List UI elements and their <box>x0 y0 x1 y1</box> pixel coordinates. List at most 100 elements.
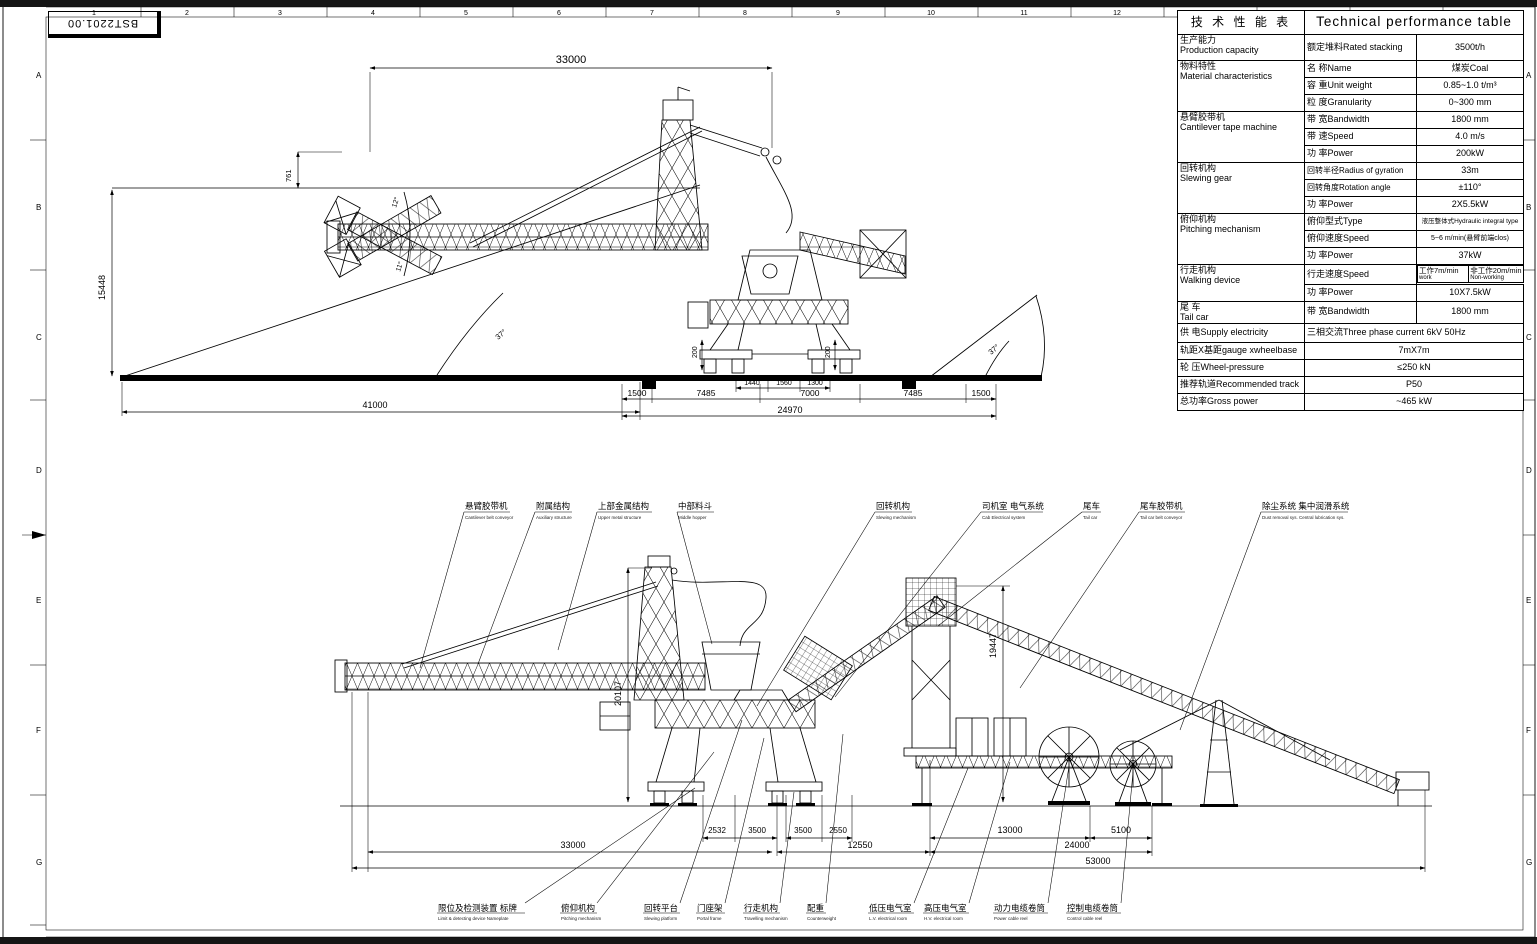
group-label-zh: 物料特性 <box>1180 61 1217 72</box>
callout-leaders-bottom <box>437 719 1134 914</box>
group-label-en: Slewing gear <box>1180 173 1233 184</box>
col-label: 11 <box>1020 10 1027 17</box>
param-en: Rated stacking <box>1343 41 1403 52</box>
param-zh: 带 宽 <box>1307 306 1328 317</box>
param-bandwidth: 带 宽Bandwidth <box>1304 111 1417 129</box>
param-zh: 回转角度 <box>1307 182 1339 192</box>
value-boom-power: 200kW <box>1416 145 1524 163</box>
row-label: D <box>1526 466 1532 475</box>
group-cantilever-tape: 悬臂胶带机 Cantilever tape machine <box>1177 111 1305 163</box>
group-label-en: Cantilever tape machine <box>1180 122 1278 133</box>
param-en: Power <box>1327 148 1354 159</box>
param-en: Power <box>1327 287 1354 298</box>
callout-cab-electrical: 司机室 电气系统 <box>982 501 1044 511</box>
group-label-zh: 俯仰机构 <box>1180 214 1217 225</box>
slew-platform <box>709 299 849 325</box>
angle-37-left: 37° <box>494 327 508 341</box>
dim-1500-r: 1500 <box>972 388 991 398</box>
value-tail-bandwidth: 1800 mm <box>1416 301 1524 324</box>
value-wheel-pressure: ≤250 kN <box>1304 358 1524 377</box>
row-ruler-labels: A B C D E F G A B C D E F G <box>36 71 1532 867</box>
param-belt-speed: 带 速Speed <box>1304 128 1417 146</box>
dim-2550: 2550 <box>829 826 847 835</box>
dim-13000: 13000 <box>997 825 1022 835</box>
walk-speed-nonworking-value: 非工作20m/min <box>1470 266 1522 275</box>
row-label: A <box>1526 71 1532 80</box>
param-zh: 功 率 <box>1307 199 1328 210</box>
power-cable-reel <box>1038 726 1100 805</box>
param-pitch-power: 功 率Power <box>1304 247 1417 265</box>
callouts-top: 悬臂胶带机 Cantilever belt conveyor 附属结构 Auxi… <box>419 501 1350 731</box>
callouts-bottom: 限位及检测装置 标牌 Limit & detecting device Name… <box>437 719 1134 921</box>
row-gross-power: 总功率Gross power <box>1177 392 1305 411</box>
row-label: A <box>36 71 42 80</box>
callout-middle-hopper: 中部料斗 <box>678 501 713 511</box>
head-rig <box>689 124 793 234</box>
param-radius-gyration: 回转半径Radius of gyration <box>1304 162 1417 180</box>
col-label: 1 <box>92 10 96 17</box>
dim-1500-l: 1500 <box>628 388 647 398</box>
callout-pitching-mechanism: 俯仰机构 <box>561 903 595 913</box>
dim-15448: 15448 <box>97 275 107 300</box>
param-en: Supply electricity <box>1200 326 1269 337</box>
dim-1300: 1300 <box>807 380 823 387</box>
value-recommended-track: P50 <box>1304 375 1524 394</box>
dim-3500-b: 3500 <box>794 826 812 835</box>
row-ticks <box>30 139 1535 926</box>
dim-7485-l: 7485 <box>697 388 716 398</box>
param-zh: 总功率 <box>1180 395 1208 406</box>
group-label-en: Tail car <box>1180 312 1209 323</box>
tailcar-deck <box>912 755 1173 806</box>
callout-power-cable-reel: 动力电缆卷筒 <box>994 903 1045 913</box>
param-name: 名 称Name <box>1304 60 1417 78</box>
param-boom-power: 功 率Power <box>1304 145 1417 163</box>
callout-slewing-platform: 回转平台 <box>644 903 678 913</box>
stay-cable <box>469 126 701 244</box>
group-slewing-gear: 回转机构 Slewing gear <box>1177 162 1305 214</box>
ground-line-upper <box>120 375 1042 389</box>
discharge-chute <box>1395 771 1430 791</box>
param-zh: 带 宽 <box>1307 114 1328 125</box>
tailcar-mast <box>1119 699 1331 807</box>
param-en: Power <box>1327 199 1354 210</box>
row-wheel-pressure: 轮 压Wheel-pressure <box>1177 358 1305 377</box>
col-label: 10 <box>927 10 935 17</box>
dim-761: 761 <box>284 169 293 182</box>
group-label-zh: 悬臂胶带机 <box>1180 112 1226 123</box>
dim-1440: 1440 <box>744 380 760 387</box>
upper-dimensions: 33000 761 15448 41000 1500 7485 7000 748… <box>97 54 1001 420</box>
group-material: 物料特性 Material characteristics <box>1177 60 1305 112</box>
row-label: E <box>36 596 41 605</box>
callout-en: Control cable reel <box>1067 916 1102 921</box>
callout-en: Auxiliary structure <box>536 515 572 520</box>
group-label-en: Production capacity <box>1180 45 1259 56</box>
callout-en: Limit & detecting device Nameplate <box>438 916 509 921</box>
centering-mark <box>22 531 46 539</box>
stockpile-profile <box>112 184 1045 378</box>
walk-speed-working-value: 工作7m/min <box>1419 266 1459 275</box>
portal-legs <box>699 323 861 374</box>
callout-en: L.V. electrical room <box>869 916 907 921</box>
param-en: Unit weight <box>1327 80 1373 91</box>
group-pitching: 俯仰机构 Pitching mechanism <box>1177 213 1305 265</box>
group-label-zh: 尾 车 <box>1180 302 1201 312</box>
row-label: F <box>1526 726 1531 735</box>
bottom-border-strip <box>0 937 1537 944</box>
value-bandwidth: 1800 mm <box>1416 111 1524 129</box>
value-walk-speed: 工作7m/min work 非工作20m/min Non-working <box>1417 265 1524 283</box>
callout-en: Pitching mechanism <box>561 916 602 921</box>
row-label: B <box>1526 203 1531 212</box>
param-zh: 轨距X基距 <box>1180 344 1223 355</box>
param-zh: 回转半径 <box>1307 165 1339 175</box>
param-zh: 行走速度 <box>1307 268 1344 279</box>
callout-en: Portal frame <box>697 916 722 921</box>
value-pitch-speed: 5~6 m/min(悬臂前端clos) <box>1416 230 1524 248</box>
callout-en: Tail car <box>1083 515 1098 520</box>
param-en: Speed <box>1343 268 1370 279</box>
col-label: 12 <box>1113 10 1121 17</box>
value-gauge-wheelbase: 7mX7m <box>1304 341 1524 360</box>
param-zh: 轮 压 <box>1180 361 1201 372</box>
value-gross-power: ~465 kW <box>1304 392 1524 411</box>
dim-12550: 12550 <box>847 840 872 850</box>
dim-200-right: 200 <box>825 346 832 358</box>
